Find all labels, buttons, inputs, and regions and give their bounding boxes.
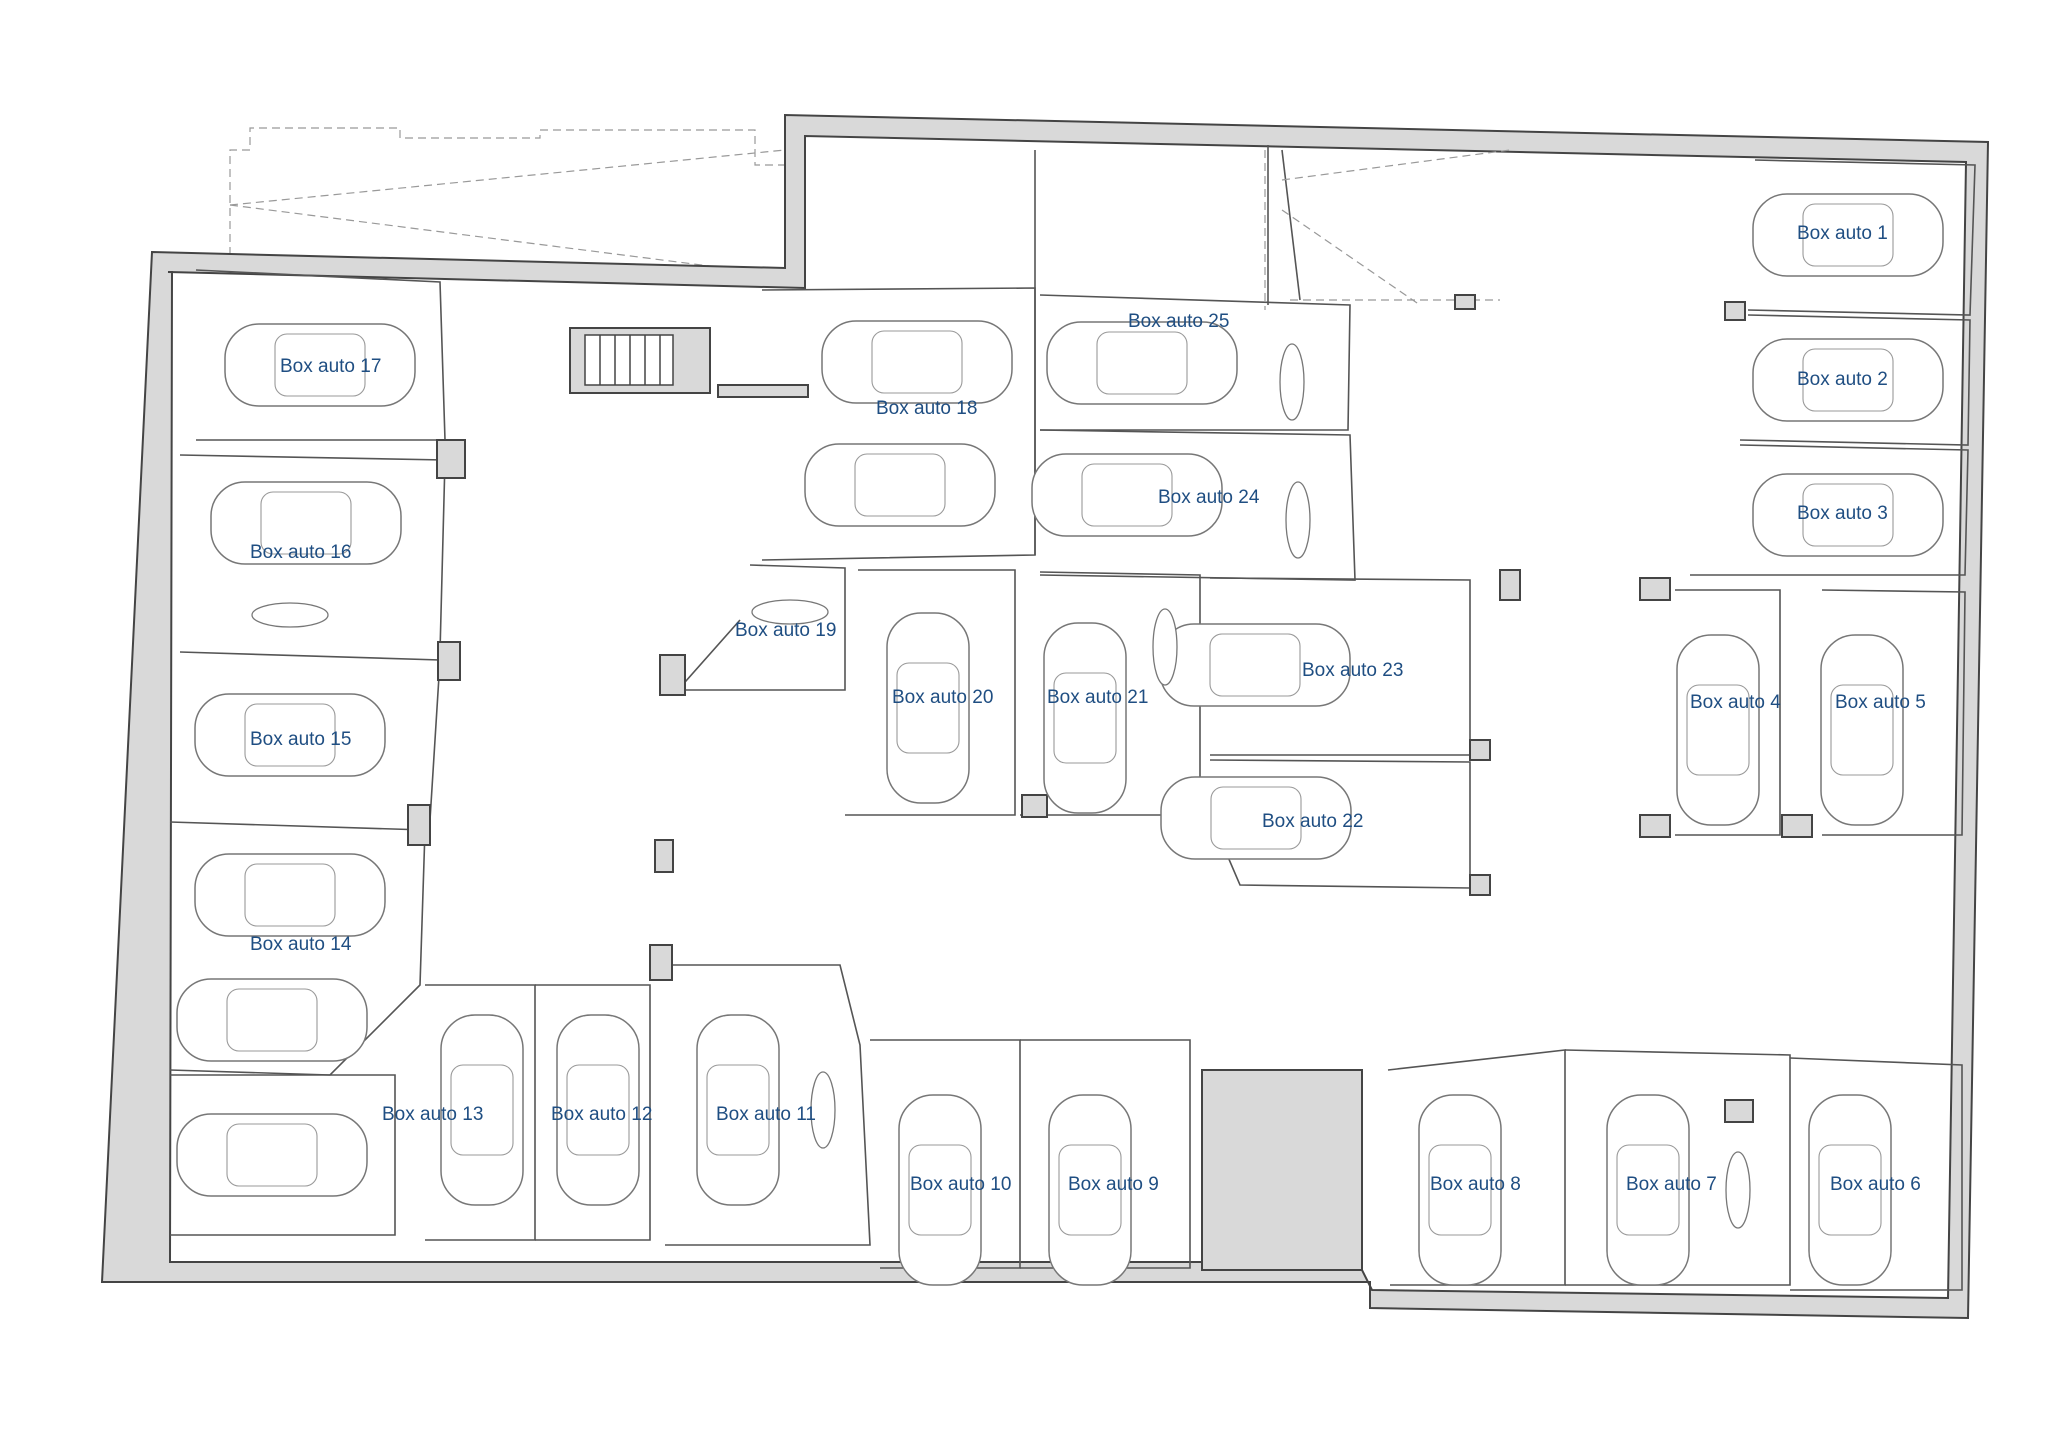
motorcycle-icon (1152, 608, 1178, 686)
car-icon (1676, 634, 1760, 826)
motorcycle-icon (1725, 1151, 1751, 1229)
car-icon (821, 320, 1013, 404)
car-icon (1159, 623, 1351, 707)
box-label-1: Box auto 1 (1797, 223, 1888, 244)
box-label-18: Box auto 18 (876, 398, 977, 419)
car-icon (1808, 1094, 1892, 1286)
box-label-25: Box auto 25 (1128, 311, 1229, 332)
wall-stubs (407, 301, 1813, 1271)
wall-segment (717, 384, 809, 398)
box-label-3: Box auto 3 (1797, 503, 1888, 524)
car-icon (898, 1094, 982, 1286)
car-icon (440, 1014, 524, 1206)
car-icon (1752, 338, 1944, 422)
car-icon (556, 1014, 640, 1206)
box-label-24: Box auto 24 (1158, 487, 1260, 508)
car-icon (194, 693, 386, 777)
box-label-5: Box auto 5 (1835, 692, 1926, 713)
motorcycle-icon (1285, 481, 1311, 559)
box-label-12: Box auto 12 (551, 1104, 652, 1125)
box-label-17: Box auto 17 (280, 356, 381, 377)
box-label-8: Box auto 8 (1430, 1174, 1521, 1195)
box-label-9: Box auto 9 (1068, 1174, 1159, 1195)
box-label-11: Box auto 11 (716, 1104, 816, 1125)
car-icon (210, 481, 402, 565)
car-icon (1752, 473, 1944, 557)
box-label-6: Box auto 6 (1830, 1174, 1921, 1195)
car-icon (1048, 1094, 1132, 1286)
box-label-2: Box auto 2 (1797, 369, 1888, 390)
ramp-area (1267, 145, 1511, 310)
box-label-20: Box auto 20 (892, 687, 993, 708)
motorcycle-icon (810, 1071, 836, 1149)
cars-layer (176, 193, 1944, 1286)
stair (569, 327, 711, 394)
box-label-4: Box auto 4 (1690, 692, 1781, 713)
motorcycle-icon (751, 599, 829, 625)
car-icon (224, 323, 416, 407)
box-label-19: Box auto 19 (735, 620, 836, 641)
car-icon (1043, 622, 1127, 814)
car-icon (804, 443, 996, 527)
car-icon (1752, 193, 1944, 277)
car-icon (1418, 1094, 1502, 1286)
box-label-10: Box auto 10 (910, 1174, 1011, 1195)
outer-wall (100, 113, 1990, 1320)
upper-outline (229, 127, 1500, 310)
car-icon (886, 612, 970, 804)
box-label-13: Box auto 13 (382, 1104, 483, 1125)
car-icon (696, 1014, 780, 1206)
box-label-16: Box auto 16 (250, 542, 351, 563)
box-label-23: Box auto 23 (1302, 660, 1403, 681)
box-label-7: Box auto 7 (1626, 1174, 1717, 1195)
car-icon (176, 1113, 368, 1197)
box-label-15: Box auto 15 (250, 729, 351, 750)
box-label-22: Box auto 22 (1262, 811, 1363, 832)
car-icon (1046, 321, 1238, 405)
car-icon (194, 853, 386, 937)
motorcycles-layer (251, 343, 1751, 1229)
car-icon (1160, 776, 1352, 860)
box-label-14: Box auto 14 (250, 934, 352, 955)
motorcycle-icon (1279, 343, 1305, 421)
box-labels: Box auto 1 Box auto 2 Box auto 3 Box aut… (250, 223, 1926, 1195)
car-icon (1606, 1094, 1690, 1286)
car-icon (1031, 453, 1223, 537)
box-label-21: Box auto 21 (1047, 687, 1148, 708)
car-icon (176, 978, 368, 1062)
motorcycle-icon (251, 602, 329, 628)
car-icon (1820, 634, 1904, 826)
